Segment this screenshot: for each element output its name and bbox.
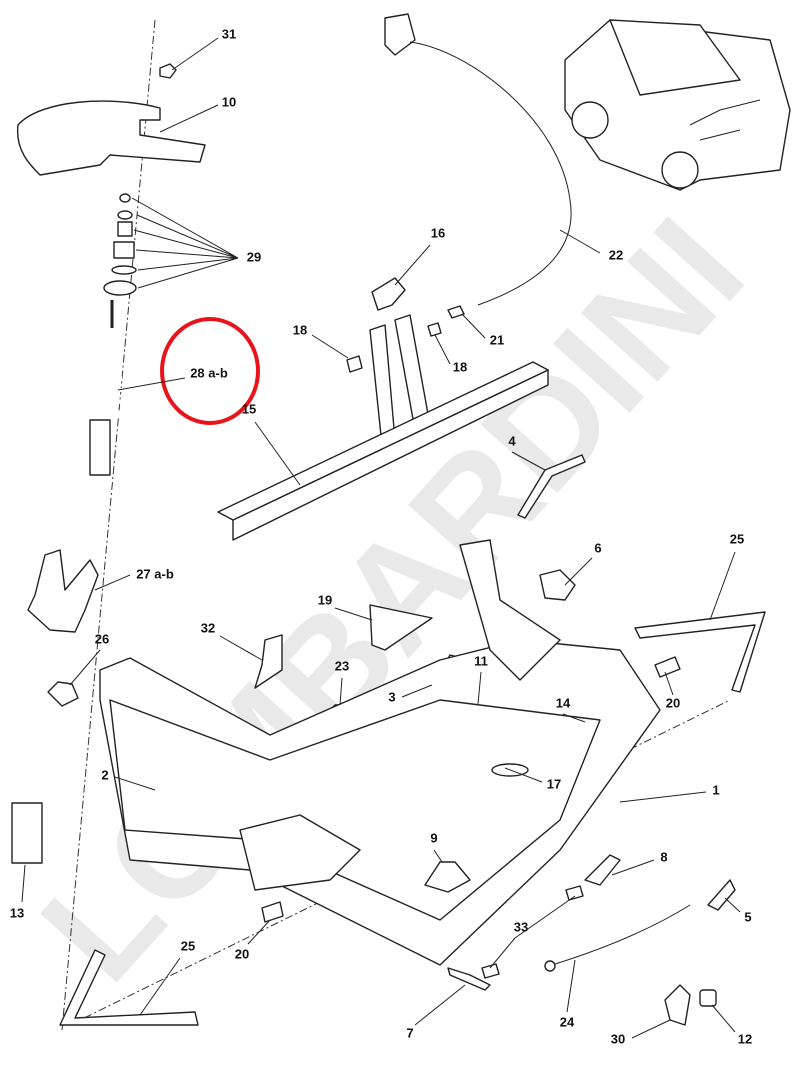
label-31: 31	[222, 26, 236, 41]
label-5: 5	[744, 909, 751, 924]
part-6-bracket	[539, 569, 576, 601]
part-24-ground-cable	[551, 904, 691, 966]
label-10: 10	[222, 94, 236, 109]
label-12: 12	[738, 1031, 752, 1046]
label-14: 14	[556, 695, 571, 710]
label-19: 19	[318, 592, 332, 607]
part-28-spring-strut	[78, 300, 122, 476]
part-29-mount-stack	[103, 193, 137, 296]
part-27-knuckle	[27, 549, 99, 633]
part-20-bracket	[654, 656, 681, 678]
part-22-cable	[409, 41, 572, 306]
part-22-cable-bracket	[384, 13, 416, 56]
part-9-mount	[424, 861, 471, 893]
label-22: 22	[609, 247, 623, 262]
part-26-bump-stop	[47, 681, 79, 707]
label-7: 7	[406, 1025, 413, 1040]
label-17: 17	[547, 776, 561, 791]
label-2: 2	[101, 767, 108, 782]
label-24: 24	[560, 1014, 575, 1029]
part-30-bracket	[664, 984, 691, 1026]
label-21: 21	[490, 332, 504, 347]
part-1-main-frame	[99, 539, 661, 966]
part-7-bracket	[447, 967, 491, 991]
label-16: 16	[431, 225, 445, 240]
label-11: 11	[474, 653, 488, 668]
part-25-control-arm	[634, 611, 766, 693]
part-12-bolt	[699, 989, 717, 1007]
label-1: 1	[712, 782, 719, 797]
label-13: 13	[10, 905, 24, 920]
label-28-ab: 28 a-b	[190, 365, 228, 380]
part-25-control-arm	[59, 949, 199, 1026]
part-20-bracket	[261, 901, 284, 923]
part-16-latch	[371, 277, 406, 311]
part-5-bracket	[707, 879, 736, 911]
part-21-pin	[447, 305, 465, 319]
part-18-clip	[427, 322, 442, 337]
label-20: 20	[666, 695, 680, 710]
part-19-bracket	[369, 604, 433, 651]
label-6: 6	[594, 540, 601, 555]
label-8: 8	[660, 849, 667, 864]
label-25: 25	[181, 938, 195, 953]
part-labels: 31 10 29 28 a-b 15 16 22 18 21 18 4 6 25…	[10, 26, 752, 1046]
part-31-clip	[159, 63, 177, 79]
part-15-crossbeam	[217, 314, 549, 541]
label-33: 33	[514, 919, 528, 934]
label-9: 9	[430, 830, 437, 845]
label-18: 18	[293, 322, 307, 337]
label-26: 26	[95, 631, 109, 646]
part-18-clip	[346, 355, 363, 373]
label-27-ab: 27 a-b	[136, 566, 174, 581]
label-20: 20	[235, 946, 249, 961]
leader-lines	[21, 37, 741, 1039]
part-33-clip	[565, 885, 584, 901]
label-25: 25	[730, 531, 744, 546]
label-23: 23	[335, 658, 349, 673]
vehicle-thumbnail	[564, 19, 791, 191]
label-4: 4	[508, 433, 516, 448]
axis-line-strut	[61, 19, 156, 1031]
part-8-bracket	[584, 854, 621, 886]
label-3: 3	[388, 689, 395, 704]
label-29: 29	[247, 249, 261, 264]
part-10-shield	[16, 100, 206, 176]
part-13-bracket	[11, 802, 43, 864]
part-32-bracket	[254, 634, 283, 689]
label-30: 30	[611, 1031, 625, 1046]
label-18: 18	[453, 359, 467, 374]
highlight-circle	[160, 317, 260, 425]
label-15: 15	[242, 401, 256, 416]
label-32: 32	[201, 620, 215, 635]
part-33-clip	[481, 963, 500, 979]
